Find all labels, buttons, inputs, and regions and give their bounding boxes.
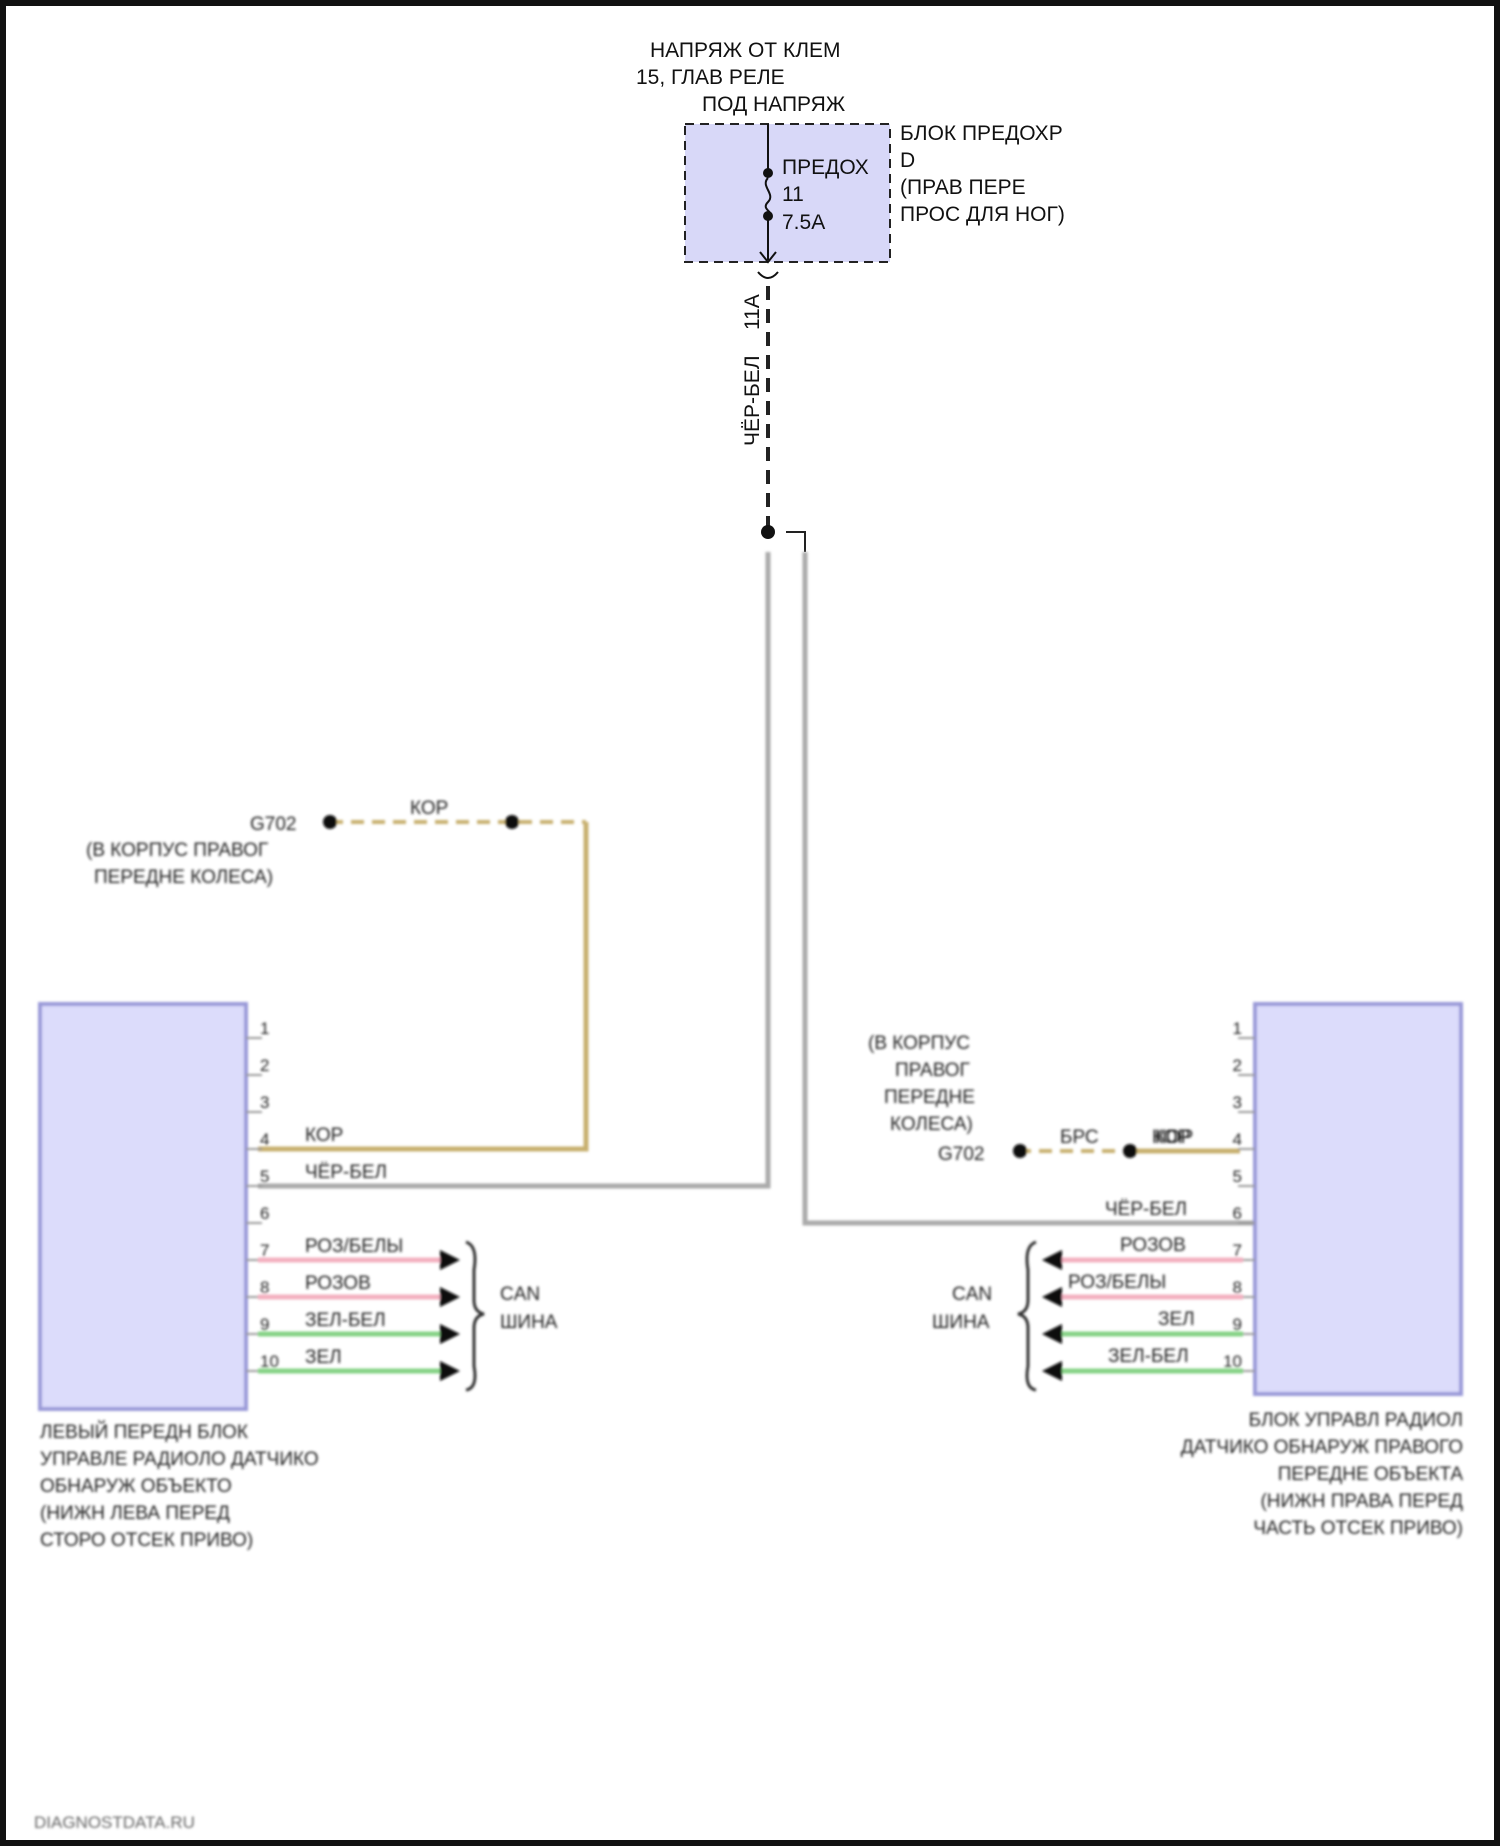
right-ground-dot xyxy=(1013,1144,1027,1158)
svg-text:КОР: КОР xyxy=(305,1125,343,1146)
right-module xyxy=(1255,1004,1461,1394)
right-can-arrow-1 xyxy=(1042,1250,1062,1270)
svg-text:ПРАВОГ: ПРАВОГ xyxy=(895,1060,970,1081)
svg-text:ПРОС ДЛЯ НОГ): ПРОС ДЛЯ НОГ) xyxy=(900,203,1065,226)
main-wire-label: ЧЁР-БЕЛ xyxy=(741,355,764,446)
svg-text:(НИЖН ПРАВА ПЕРЕД: (НИЖН ПРАВА ПЕРЕД xyxy=(1260,1491,1463,1512)
left-module xyxy=(40,1004,246,1409)
svg-text:ЧЁР-БЕЛ: ЧЁР-БЕЛ xyxy=(305,1162,387,1183)
svg-text:РОЗ/БЕЛЫ: РОЗ/БЕЛЫ xyxy=(305,1236,403,1257)
pin-number: 9 xyxy=(260,1315,269,1334)
svg-text:D: D xyxy=(900,149,915,172)
right-can-arrow-2 xyxy=(1042,1287,1062,1307)
pin-number: 5 xyxy=(260,1167,269,1186)
svg-text:РОЗОВ: РОЗОВ xyxy=(305,1273,371,1294)
left-module-description: ЛЕВЫЙ ПЕРЕДН БЛОК УПРАВЛЕ РАДИОЛО ДАТЧИК… xyxy=(40,1421,319,1551)
svg-text:НАПРЯЖ ОТ КЛЕМ: НАПРЯЖ ОТ КЛЕМ xyxy=(650,39,840,62)
right-module-pins: 1 2 3 4 5 6 7 8 9 10 xyxy=(1223,1019,1255,1371)
svg-text:ПРЕДОХ: ПРЕДОХ xyxy=(782,156,869,179)
svg-text:РОЗ/БЕЛЫ: РОЗ/БЕЛЫ xyxy=(1068,1272,1166,1293)
terminal-label: 11A xyxy=(741,294,764,330)
svg-text:ШИНА: ШИНА xyxy=(932,1312,990,1333)
splice-dot xyxy=(761,525,775,539)
pin-number: 3 xyxy=(260,1093,269,1112)
left-can-arrow-4 xyxy=(440,1361,460,1381)
svg-text:ЗЕЛ: ЗЕЛ xyxy=(1158,1309,1195,1330)
pin-number: 10 xyxy=(1223,1352,1242,1371)
svg-text:КОЛЕСА): КОЛЕСА) xyxy=(890,1114,973,1135)
svg-text:ЛЕВЫЙ ПЕРЕДН БЛОК: ЛЕВЫЙ ПЕРЕДН БЛОК xyxy=(40,1421,248,1443)
right-can-arrow-4 xyxy=(1042,1361,1062,1381)
right-module-description: БЛОК УПРАВЛ РАДИОЛ ДАТЧИКО ОБНАРУЖ ПРАВО… xyxy=(1181,1410,1464,1539)
svg-text:БРС: БРС xyxy=(1060,1127,1099,1148)
svg-text:ЗЕЛ: ЗЕЛ xyxy=(305,1347,342,1368)
left-ground-wire xyxy=(258,822,586,1149)
svg-text:ЗЕЛ-БЕЛ: ЗЕЛ-БЕЛ xyxy=(1108,1346,1189,1367)
svg-text:ПОД НАПРЯЖ: ПОД НАПРЯЖ xyxy=(702,93,846,116)
pin-number: 8 xyxy=(1233,1278,1242,1297)
pin-number: 5 xyxy=(1233,1167,1242,1186)
svg-text:РОЗОВ: РОЗОВ xyxy=(1120,1235,1186,1256)
svg-text:ОБНАРУЖ ОБЪЕКТО: ОБНАРУЖ ОБЪЕКТО xyxy=(40,1476,232,1497)
svg-text:БЛОК УПРАВЛ РАДИОЛ: БЛОК УПРАВЛ РАДИОЛ xyxy=(1249,1410,1463,1431)
svg-text:КОР: КОР xyxy=(410,798,448,819)
svg-text:7.5A: 7.5A xyxy=(782,211,825,234)
svg-text:КОР: КОР xyxy=(1155,1127,1193,1148)
pin-number: 3 xyxy=(1233,1093,1242,1112)
svg-text:G702: G702 xyxy=(250,814,296,835)
svg-text:(В КОРПУС: (В КОРПУС xyxy=(868,1033,970,1054)
right-power-wire xyxy=(805,552,1253,1223)
pin-number: 6 xyxy=(1233,1204,1242,1223)
svg-text:(В КОРПУС ПРАВОГ: (В КОРПУС ПРАВОГ xyxy=(86,840,268,861)
connector-icon xyxy=(758,272,778,278)
left-module-pins: 1 2 3 4 5 6 7 8 9 10 xyxy=(246,1019,279,1371)
left-can-arrow-2 xyxy=(440,1287,460,1307)
svg-text:БЛОК ПРЕДОХР: БЛОК ПРЕДОХР xyxy=(900,122,1063,145)
pin-number: 2 xyxy=(1233,1056,1242,1075)
pin-number: 2 xyxy=(260,1056,269,1075)
svg-text:ЧЁР-БЕЛ: ЧЁР-БЕЛ xyxy=(1105,1199,1187,1220)
svg-text:СТОРО ОТСЕК ПРИВО): СТОРО ОТСЕК ПРИВО) xyxy=(40,1530,253,1551)
lower-diagram: G702 КОР (В КОРПУС ПРАВОГ ПЕРЕДНЕ КОЛЕСА… xyxy=(34,552,1463,1832)
svg-text:CAN: CAN xyxy=(952,1284,992,1305)
pin-number: 9 xyxy=(1233,1315,1242,1334)
svg-text:ДАТЧИКО ОБНАРУЖ ПРАВОГО: ДАТЧИКО ОБНАРУЖ ПРАВОГО xyxy=(1181,1437,1463,1458)
pin-number: 10 xyxy=(260,1352,279,1371)
svg-text:ЧАСТЬ ОТСЕК ПРИВО): ЧАСТЬ ОТСЕК ПРИВО) xyxy=(1253,1518,1463,1539)
pin-number: 4 xyxy=(260,1130,269,1149)
svg-text:CAN: CAN xyxy=(500,1284,540,1305)
left-ground-dot xyxy=(323,815,337,829)
pin-number: 7 xyxy=(260,1241,269,1260)
left-can-arrow-1 xyxy=(440,1250,460,1270)
svg-text:(ПРАВ ПЕРЕ: (ПРАВ ПЕРЕ xyxy=(900,176,1026,199)
pin-number: 8 xyxy=(260,1278,269,1297)
svg-text:ПЕРЕДНЕ: ПЕРЕДНЕ xyxy=(884,1087,975,1108)
right-can-brace xyxy=(1018,1242,1036,1390)
pin-number: 1 xyxy=(1233,1019,1242,1038)
svg-text:ЗЕЛ-БЕЛ: ЗЕЛ-БЕЛ xyxy=(305,1310,386,1331)
left-ground-splice xyxy=(505,815,519,829)
svg-text:ШИНА: ШИНА xyxy=(500,1312,558,1333)
branch-stub xyxy=(786,532,805,552)
svg-text:ПЕРЕДНЕ ОБЪЕКТА: ПЕРЕДНЕ ОБЪЕКТА xyxy=(1278,1464,1464,1485)
right-can-arrow-3 xyxy=(1042,1324,1062,1344)
pin-number: 6 xyxy=(260,1204,269,1223)
pin-number: 1 xyxy=(260,1019,269,1038)
svg-text:G702: G702 xyxy=(938,1144,984,1165)
pin-number: 7 xyxy=(1233,1241,1242,1260)
svg-text:УПРАВЛЕ РАДИОЛО ДАТЧИКО: УПРАВЛЕ РАДИОЛО ДАТЧИКО xyxy=(40,1449,319,1470)
watermark: DIAGNOSTDATA.RU xyxy=(34,1813,195,1832)
left-can-arrow-3 xyxy=(440,1324,460,1344)
svg-text:15, ГЛАВ РЕЛЕ: 15, ГЛАВ РЕЛЕ xyxy=(636,66,785,89)
svg-text:ПЕРЕДНЕ КОЛЕСА): ПЕРЕДНЕ КОЛЕСА) xyxy=(94,867,273,888)
fuse-box-label: БЛОК ПРЕДОХР D (ПРАВ ПЕРЕ ПРОС ДЛЯ НОГ) xyxy=(900,122,1065,226)
right-ground-splice xyxy=(1123,1144,1137,1158)
svg-text:11: 11 xyxy=(782,183,804,206)
svg-text:(НИЖН ЛЕВА ПЕРЕД: (НИЖН ЛЕВА ПЕРЕД xyxy=(40,1503,230,1524)
left-can-brace xyxy=(466,1242,484,1390)
pin-number: 4 xyxy=(1233,1130,1242,1149)
supply-label: НАПРЯЖ ОТ КЛЕМ 15, ГЛАВ РЕЛЕ ПОД НАПРЯЖ xyxy=(636,39,846,116)
left-power-wire xyxy=(258,552,768,1186)
